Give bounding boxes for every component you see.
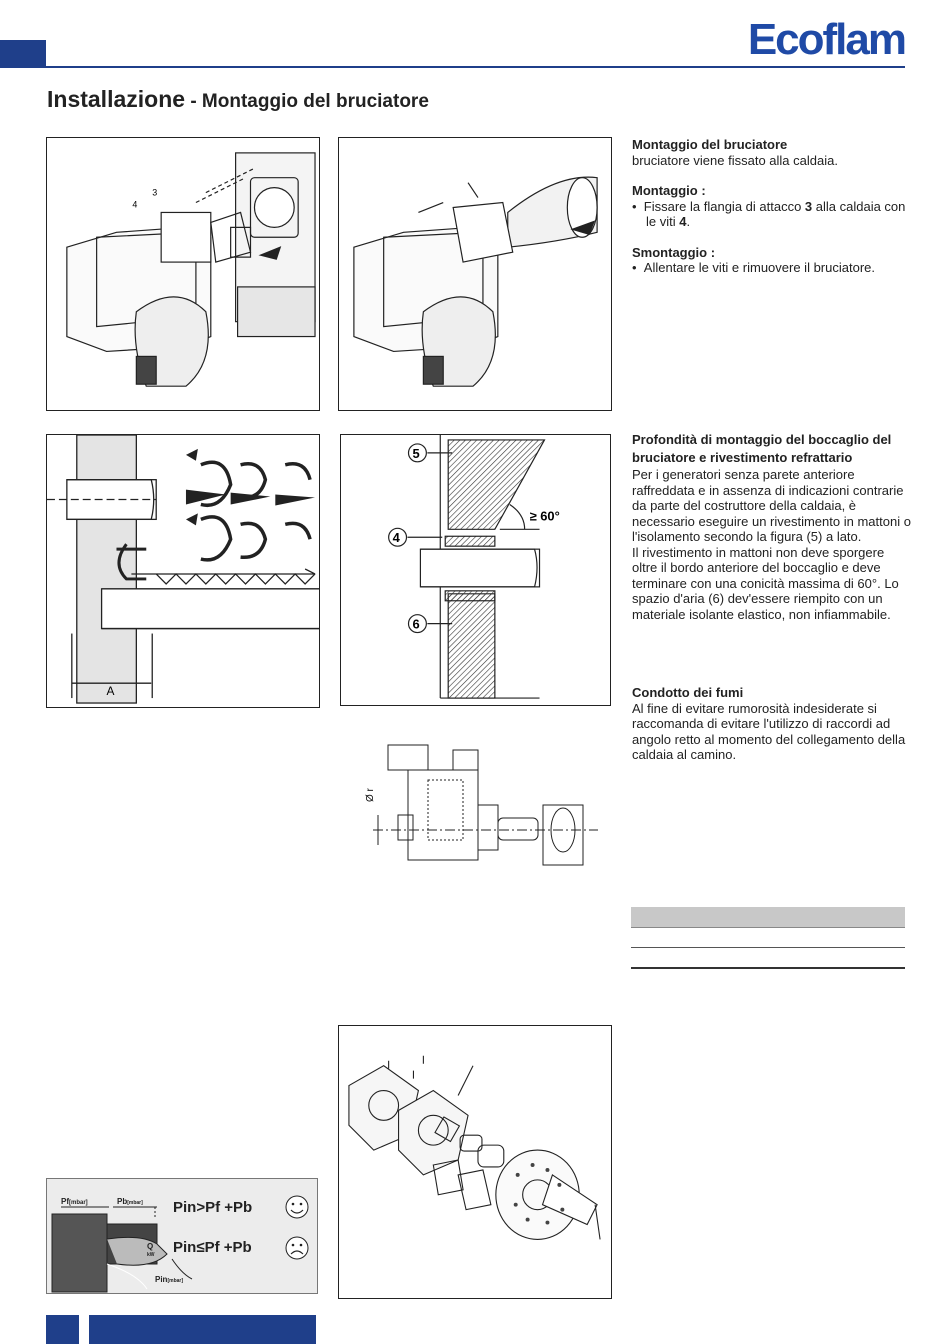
smile-icon: [290, 1209, 304, 1214]
footer-bar: [89, 1315, 316, 1344]
flue-heading: Condotto dei fumi: [632, 685, 744, 700]
frown-icon: [290, 1250, 304, 1255]
burner-dismount-drawing: [353, 176, 598, 387]
mount-heading: Montaggio del bruciatore: [632, 137, 788, 152]
label-pf: Pf[mbar]: [61, 1197, 88, 1206]
label-pin: Pin[mbar]: [155, 1275, 183, 1284]
page-title: Installazione - Montaggio del bruciatore: [47, 86, 429, 113]
label-depth-a: A: [107, 684, 115, 698]
head-exploded-drawing: [348, 1055, 601, 1240]
formula-ok: Pin>Pf +Pb: [173, 1199, 253, 1216]
table-row: [631, 928, 905, 948]
brand-logo: Ecoflam: [747, 15, 907, 64]
flame-depth-drawing: A: [47, 435, 319, 704]
figure-gas-valve: Ø r: [358, 740, 598, 870]
section-flue-text: Condotto dei fumi Al fine di evitare rum…: [632, 685, 912, 763]
smontaggio-bullet: • Allentare le viti e rimuovere il bruci…: [632, 260, 875, 275]
depth-body-1: Per i generatori senza parete anteriore …: [632, 467, 911, 544]
title-sub: - Montaggio del bruciatore: [185, 91, 429, 112]
label-pb: Pb[mbar]: [117, 1197, 143, 1206]
table-row: [631, 948, 905, 969]
data-table: [631, 907, 905, 969]
burner-mount-drawing: 4 3: [66, 152, 316, 387]
footer-tab: [46, 1315, 79, 1344]
title-main: Installazione: [47, 86, 186, 112]
mount-intro: bruciatore viene fissato alla caldaia.: [632, 152, 838, 168]
smontaggio-heading: Smontaggio :: [632, 244, 716, 260]
figure-burner-mount: 4 3: [46, 137, 320, 411]
label-diameter-r: Ø r: [365, 787, 376, 802]
section-mount-text: Montaggio del bruciatore bruciatore vien…: [632, 137, 912, 276]
header-rule: [0, 66, 905, 68]
formula-bad: Pin≤Pf +Pb: [173, 1239, 252, 1256]
label-screw-4: 4: [132, 199, 137, 209]
flue-body: Al fine di evitare rumorosità indesidera…: [632, 700, 906, 763]
label-refractory-5: 5: [412, 446, 419, 461]
montaggio-bullet: • Fissare la flangia di attacco 3 alla c…: [632, 198, 906, 230]
montaggio-heading: Montaggio :: [632, 183, 706, 198]
label-flange-3: 3: [152, 188, 157, 198]
label-refractory-4: 4: [393, 530, 401, 545]
table-header: [631, 907, 905, 928]
figure-burner-dismount: [338, 137, 612, 411]
gas-valve-drawing: Ø r: [365, 744, 598, 866]
header-tab: [0, 40, 46, 68]
figure-head-exploded: [338, 1025, 612, 1299]
figure-flame-depth: A: [46, 434, 320, 708]
label-angle: ≥ 60°: [530, 508, 560, 523]
label-refractory-6: 6: [412, 617, 419, 632]
figure-refractory: 5 4 6 ≥ 60°: [340, 434, 611, 706]
section-depth-text: Profondità di montaggio del boccaglio de…: [632, 431, 912, 622]
depth-body-2: Il rivestimento in mattoni non deve spor…: [632, 544, 899, 622]
depth-heading: Profondità di montaggio del boccaglio de…: [632, 432, 892, 465]
refractory-drawing: 5 4 6 ≥ 60°: [388, 435, 560, 699]
